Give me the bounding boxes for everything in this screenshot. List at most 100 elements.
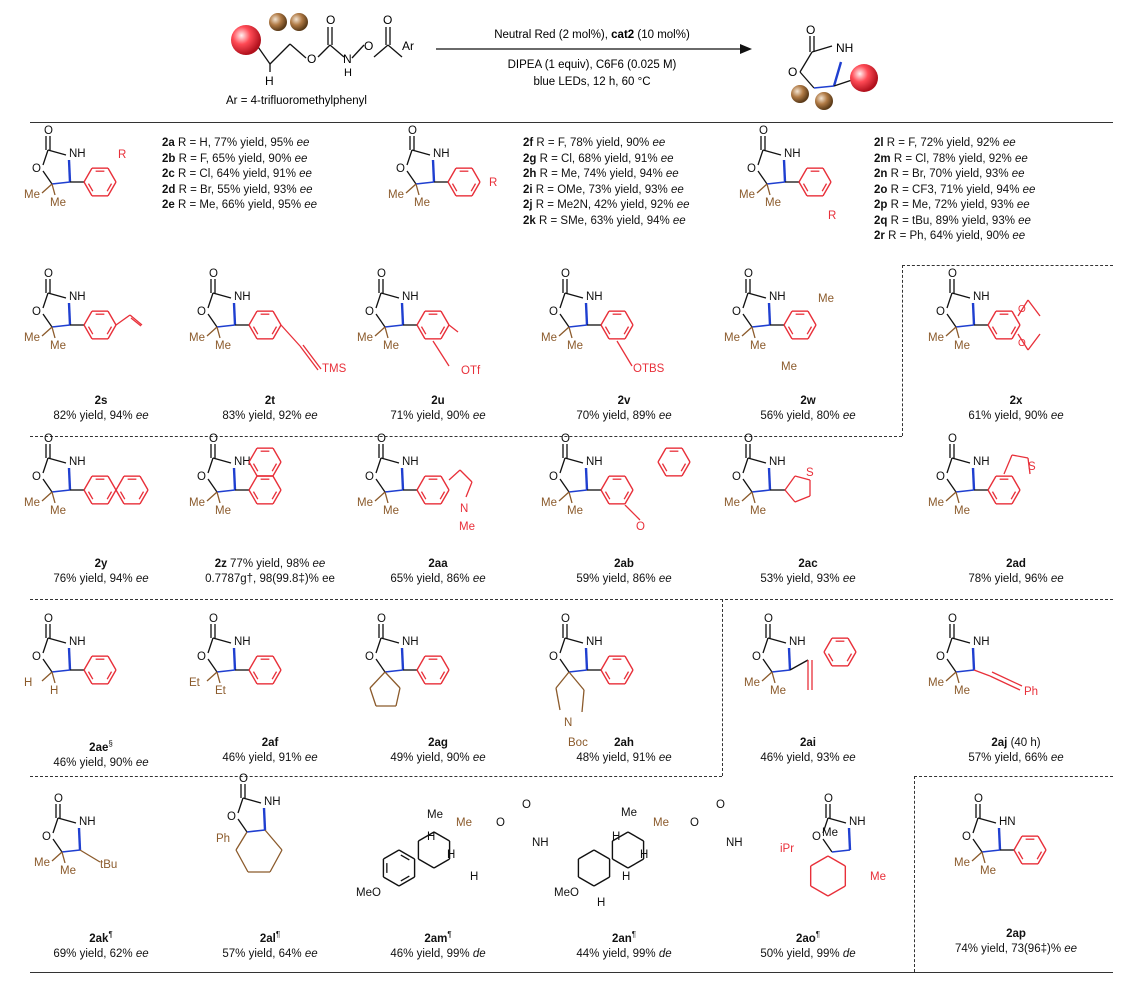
atom-label: O [764, 613, 773, 625]
atom-label: Ph [1024, 686, 1038, 698]
atom-label: Me [541, 497, 557, 509]
atom-label: O [549, 651, 558, 663]
atom-label: O [948, 433, 957, 445]
atom-h: H [344, 67, 352, 79]
conditions-line-1: DIPEA (1 equiv), C6F6 (0.025 M) [508, 59, 677, 71]
atom-label: Me [770, 685, 786, 697]
atom-label: Me [765, 197, 781, 209]
atom-label: Me [822, 827, 838, 839]
atom-label: O [812, 831, 821, 843]
atom-label: Me [427, 809, 443, 821]
atom-label: R [118, 149, 126, 161]
atom-label: O [209, 433, 218, 445]
atom-label: O [759, 125, 768, 137]
atom-label: NH [973, 291, 990, 303]
series-entry-2g: 2g R = Cl, 68% yield, 91% ee [523, 152, 674, 165]
atom-label: Me [781, 361, 797, 373]
conditions-line-2: blue LEDs, 12 h, 60 °C [533, 76, 650, 88]
atom-label: O [948, 268, 957, 280]
atom-o: O [806, 23, 815, 37]
atom-label: O [936, 651, 945, 663]
series-entry-2h: 2h R = Me, 74% yield, 94% ee [523, 168, 679, 180]
ar-definition: Ar = 4-trifluoromethylphenyl [226, 95, 367, 107]
atom-label: Me [954, 340, 970, 352]
atom-label: NH [402, 636, 419, 648]
top-rule [30, 122, 1113, 123]
atom-label: O [365, 471, 374, 483]
atom-label: O [396, 163, 405, 175]
atom-label: NH [69, 291, 86, 303]
reaction-scheme-svg: H O O N H O O Ar Ar = 4-trifluoromethylp… [226, 13, 878, 110]
atom-label: O [227, 811, 236, 823]
compound-label-2al: 2al¶57% yield, 64% ee [222, 930, 318, 960]
atom-label: NH [69, 636, 86, 648]
atom-label: H [24, 677, 32, 689]
divider-2ah-2ai [722, 599, 723, 776]
atom-label: O [44, 433, 53, 445]
atom-label: Et [215, 685, 227, 697]
atom-label: O [32, 471, 41, 483]
atom-label: Me [383, 340, 399, 352]
atom-label: O [732, 306, 741, 318]
atom-label: H [50, 685, 58, 697]
brown-substituent-sphere [815, 92, 833, 110]
atom-label: NH [532, 837, 549, 849]
brown-substituent-sphere [791, 85, 809, 103]
series-entry-2f: 2f R = F, 78% yield, 90% ee [523, 137, 666, 149]
atom-label: OTBS [633, 363, 665, 375]
atom-label: tBu [100, 859, 117, 871]
series-entry-2k: 2k R = SMe, 63% yield, 94% ee [523, 214, 686, 227]
atom-label: O [42, 831, 51, 843]
atom-ar: Ar [402, 39, 414, 53]
divider-2ao-2ap [914, 776, 915, 972]
atom-label: Me [724, 332, 740, 344]
atom-label: NH [69, 456, 86, 468]
atom-label: Boc [568, 737, 588, 749]
atom-label: O [948, 613, 957, 625]
atom-label: O [377, 268, 386, 280]
atom-label: Me [744, 677, 760, 689]
atom-label: Me [34, 857, 50, 869]
atom-label: O [197, 651, 206, 663]
atom-label: Me [456, 817, 472, 829]
atom-label: NH [402, 456, 419, 468]
atom-label: O [377, 433, 386, 445]
atom-label: O [752, 651, 761, 663]
atom-label: O [32, 306, 41, 318]
compound-label-2am: 2am¶46% yield, 99% de [390, 930, 486, 960]
atom-label: O [377, 613, 386, 625]
atom-label: O [747, 163, 756, 175]
series-entry-2i: 2i R = OMe, 73% yield, 93% ee [523, 183, 684, 196]
atom-label: O [636, 521, 645, 533]
red-substituent-sphere [850, 64, 878, 92]
atom-o: O [383, 13, 392, 27]
atom-label: O [44, 125, 53, 137]
atom-label: O [32, 163, 41, 175]
atom-label: TMS [322, 363, 347, 375]
atom-label: O [44, 613, 53, 625]
atom-label: R [828, 210, 836, 222]
atom-label: Me [383, 505, 399, 517]
atom-label: NH [234, 456, 251, 468]
compound-label-2aj: 2aj (40 h)57% yield, 66% ee [968, 737, 1064, 764]
atom-label: NH [769, 291, 786, 303]
atom-label: O [561, 433, 570, 445]
atom-label: Me [189, 332, 205, 344]
atom-label: Me [818, 293, 834, 305]
series-entry-2m: 2m R = Cl, 78% yield, 92% ee [874, 152, 1028, 165]
atom-label: Me [870, 871, 886, 883]
atom-label: O [408, 125, 417, 137]
atom-label: O [824, 793, 833, 805]
atom-label: Me [724, 497, 740, 509]
atom-label: O [209, 613, 218, 625]
atom-label: Me [24, 497, 40, 509]
series-entry-2o: 2o R = CF3, 71% yield, 94% ee [874, 183, 1036, 196]
atom-label: O [239, 773, 248, 785]
atom-label: O [197, 471, 206, 483]
